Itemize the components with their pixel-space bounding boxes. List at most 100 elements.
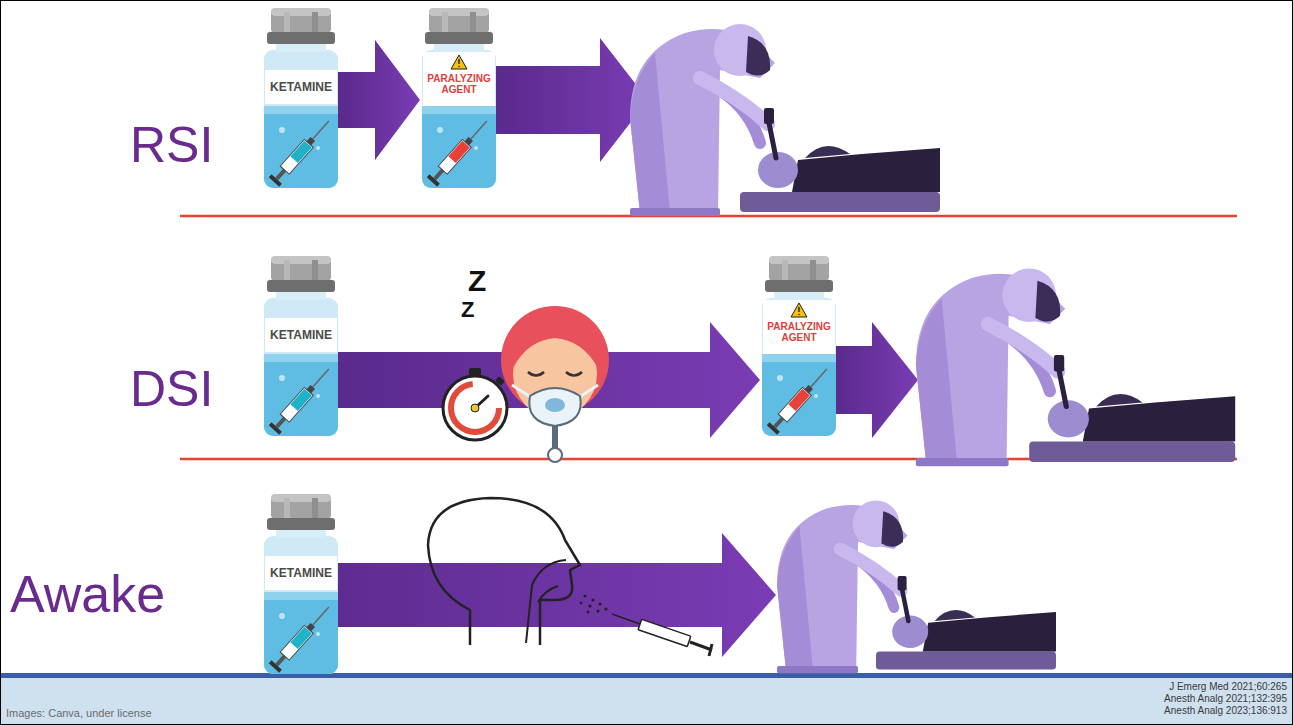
vial-artwork [316, 146, 320, 150]
vial-artwork [264, 50, 338, 188]
vial-artwork [290, 389, 311, 411]
reference-citation: Anesth Analg 2021;132:395 [1164, 693, 1287, 705]
vial-artwork [271, 8, 331, 16]
image-credit: Images: Canva, under license [6, 707, 152, 720]
vial-artwork [264, 354, 338, 362]
head-profile-spray [598, 602, 601, 605]
vial-label: KETAMINE [262, 328, 340, 342]
vial-artwork [470, 12, 476, 32]
vial-artwork [767, 364, 832, 434]
head-profile-spray [591, 598, 594, 601]
head-profile-spray [604, 607, 607, 610]
vial-artwork [429, 8, 489, 34]
ketamine-vial: KETAMINE [262, 494, 340, 674]
vial-artwork [262, 256, 340, 436]
sleeping-face-mask [548, 448, 562, 462]
vial-artwork [782, 260, 788, 280]
head-profile-spray [638, 619, 691, 646]
vial-artwork [458, 66, 460, 68]
vial-artwork [290, 627, 311, 649]
sleep-symbol: Z [468, 266, 486, 296]
sleeping-face-mask [513, 316, 598, 368]
head-profile-spray [428, 498, 712, 656]
sleeping-face-mask [501, 306, 609, 462]
timer-icon [451, 384, 499, 432]
vial-artwork [279, 613, 285, 619]
vial-artwork [264, 298, 338, 436]
flow-arrow [340, 40, 420, 160]
intubation-figure [777, 500, 1056, 673]
vial-artwork [269, 602, 334, 672]
vial-artwork [316, 394, 320, 398]
vial-artwork [264, 106, 338, 114]
ketamine-vial: KETAMINE [262, 8, 340, 188]
vial-artwork [422, 106, 496, 114]
vial-artwork [264, 592, 338, 674]
head-profile-spray [538, 586, 558, 602]
head-profile-spray [588, 604, 591, 607]
vial-artwork [264, 106, 338, 188]
vial-artwork [262, 8, 340, 188]
vial-artwork [279, 127, 285, 133]
row-label: RSI [130, 120, 213, 170]
vial-artwork [284, 498, 290, 518]
vial-artwork [425, 32, 493, 44]
ketamine-vial: KETAMINE [262, 256, 340, 436]
head-profile-spray [709, 644, 712, 656]
vial-artwork [762, 354, 836, 436]
flow-arrow [340, 322, 760, 438]
vial-artwork [437, 127, 443, 133]
vial-artwork [442, 12, 448, 32]
vial-artwork [271, 8, 331, 34]
vial-artwork [422, 106, 496, 188]
head-profile-spray [596, 609, 599, 612]
vial-label: KETAMINE [262, 80, 340, 94]
timer-icon [443, 376, 507, 440]
vial-artwork [290, 141, 311, 163]
sleep-symbol: Z [461, 299, 474, 321]
vial-artwork [271, 494, 331, 502]
vial-artwork [312, 12, 318, 32]
vial-artwork [420, 8, 498, 188]
sleeping-face-mask [566, 372, 582, 376]
vial-artwork [422, 50, 496, 188]
row-label: DSI [130, 364, 213, 414]
vial-artwork [798, 314, 800, 316]
vial-artwork [765, 280, 833, 292]
vial-artwork [271, 256, 331, 264]
timer-icon [443, 368, 507, 440]
vial-artwork [760, 256, 838, 436]
vial-artwork [448, 141, 469, 163]
head-profile-spray [580, 602, 583, 605]
vial-artwork [269, 116, 334, 186]
vial-artwork [313, 607, 329, 625]
block-arrow [275, 533, 776, 657]
footer-band: Images: Canva, under licenseJ Emerg Med … [0, 678, 1293, 725]
head-profile-spray [583, 594, 586, 597]
vial-artwork [762, 354, 836, 362]
vial-artwork [423, 52, 495, 106]
vial-artwork [316, 632, 320, 636]
vial-artwork [429, 8, 489, 16]
vial-artwork [313, 121, 329, 139]
vial-artwork [471, 121, 487, 139]
vial-artwork [313, 369, 329, 387]
vial-artwork [769, 256, 829, 264]
vial-artwork [769, 256, 829, 282]
intubation-figure [916, 268, 1235, 466]
reference-citation: Anesth Analg 2023;136:913 [1164, 705, 1287, 717]
vial-artwork [267, 32, 335, 44]
vial-label: PARALYZING AGENT [424, 73, 494, 95]
vial-artwork [458, 59, 459, 64]
vial-artwork [438, 139, 471, 174]
vial-artwork [264, 592, 338, 600]
vial-artwork [762, 298, 836, 436]
vial-artwork [778, 387, 811, 422]
vial-artwork [280, 625, 313, 660]
vial-artwork [312, 498, 318, 518]
vial-artwork [271, 494, 331, 520]
vial-artwork [312, 260, 318, 280]
